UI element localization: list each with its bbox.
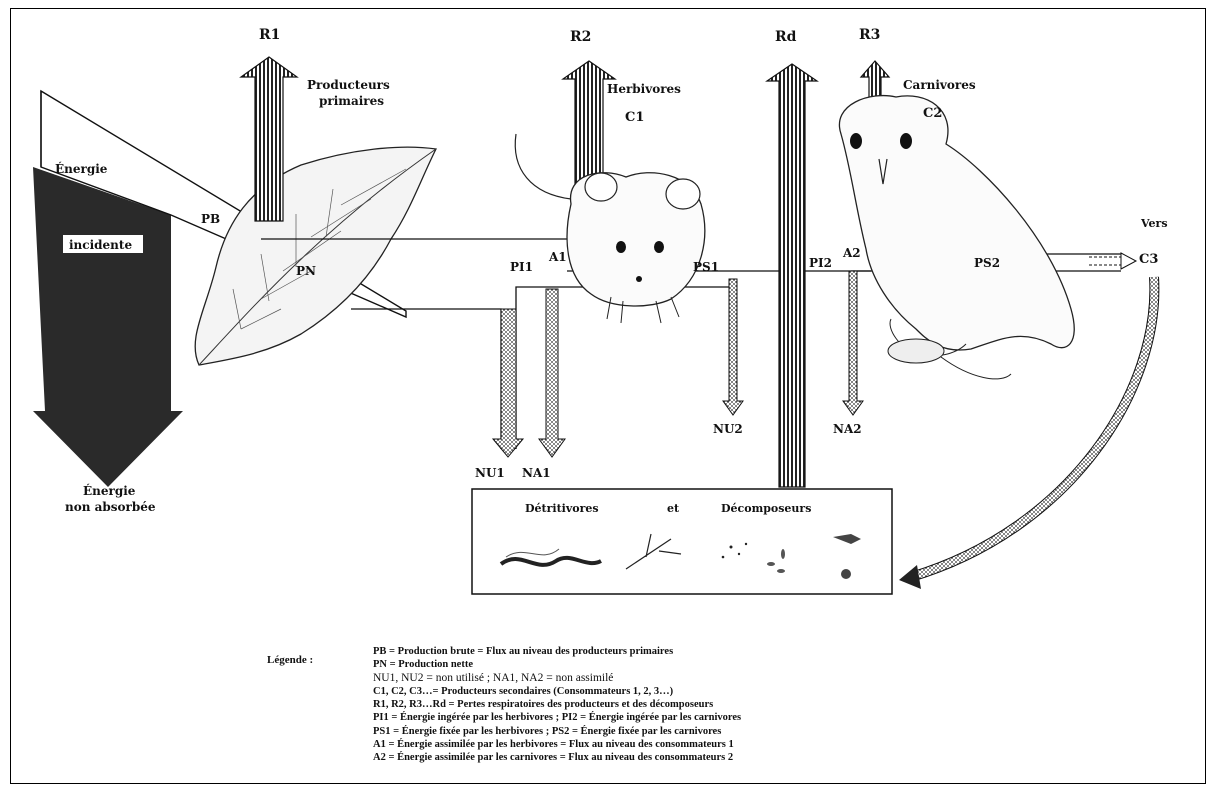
legend-line: A2 = Énergie assimilée par les carnivore… [373, 751, 1073, 764]
label-nu1: NU1 [475, 466, 505, 480]
label-energie-non: Énergie [83, 483, 136, 498]
label-pn: PN [296, 264, 316, 278]
label-herbivores: Herbivores [607, 82, 681, 96]
respiration-arrow-rd [767, 64, 817, 487]
label-na2: NA2 [833, 422, 862, 436]
label-carnivores: Carnivores [903, 78, 976, 92]
label-ps1: PS1 [693, 260, 719, 274]
label-a2: A2 [842, 246, 861, 260]
arrow-na2 [843, 271, 863, 415]
legend-line: PN = Production nette [373, 658, 1073, 671]
legend-line: A1 = Énergie assimilée par les herbivore… [373, 738, 1073, 751]
label-non-absorbee: non absorbée [65, 500, 156, 514]
legend-title: Légende : [267, 654, 313, 666]
label-c1: C1 [625, 110, 644, 125]
label-incidente: incidente [69, 238, 132, 252]
label-et: et [667, 502, 680, 515]
diagram-frame: R1 R2 Rd R3 Producteurs primaires Herbiv… [10, 8, 1206, 784]
label-rd: Rd [775, 29, 797, 45]
arrow-nu2 [723, 279, 743, 415]
non-absorbed-energy-arrow [33, 167, 183, 487]
label-a1: A1 [548, 250, 567, 264]
label-vers: Vers [1140, 217, 1168, 230]
label-producteurs: Producteurs [307, 78, 390, 92]
label-pi1: PI1 [510, 260, 533, 274]
label-pi2: PI2 [809, 256, 832, 270]
label-ps2: PS2 [974, 256, 1000, 270]
legend-line: C1, C2, C3…= Producteurs secondaires (Co… [373, 685, 1073, 698]
legend-box: PB = Production brute = Flux au niveau d… [373, 645, 1073, 765]
arrow-na1 [539, 289, 565, 457]
label-c3: C3 [1139, 252, 1158, 267]
arrow-nu1 [493, 309, 523, 457]
legend-line: PI1 = Énergie ingérée par les herbivores… [373, 711, 1073, 724]
label-c2: C2 [923, 106, 942, 121]
arrow-to-c3 [1089, 253, 1136, 269]
legend-line: NU1, NU2 = non utilisé ; NA1, NA2 = non … [373, 672, 1073, 685]
legend-line: R1, R2, R3…Rd = Pertes respiratoires des… [373, 698, 1073, 711]
label-energie: Énergie [55, 161, 108, 176]
label-na1: NA1 [522, 466, 551, 480]
label-nu2: NU2 [713, 422, 743, 436]
label-r1: R1 [259, 27, 280, 43]
legend-line: PS1 = Énergie fixée par les herbivores ;… [373, 725, 1073, 738]
label-decomposeurs: Décomposeurs [721, 502, 811, 515]
label-pb: PB [201, 212, 220, 226]
leaf-illustration [195, 147, 436, 365]
legend-line: PB = Production brute = Flux au niveau d… [373, 645, 1073, 658]
mouse-illustration [515, 134, 705, 323]
label-r2: R2 [570, 29, 591, 45]
owl-illustration [839, 96, 1074, 379]
label-detritivores: Détritivores [525, 502, 599, 515]
label-r3: R3 [859, 27, 880, 43]
label-primaires: primaires [319, 94, 384, 108]
